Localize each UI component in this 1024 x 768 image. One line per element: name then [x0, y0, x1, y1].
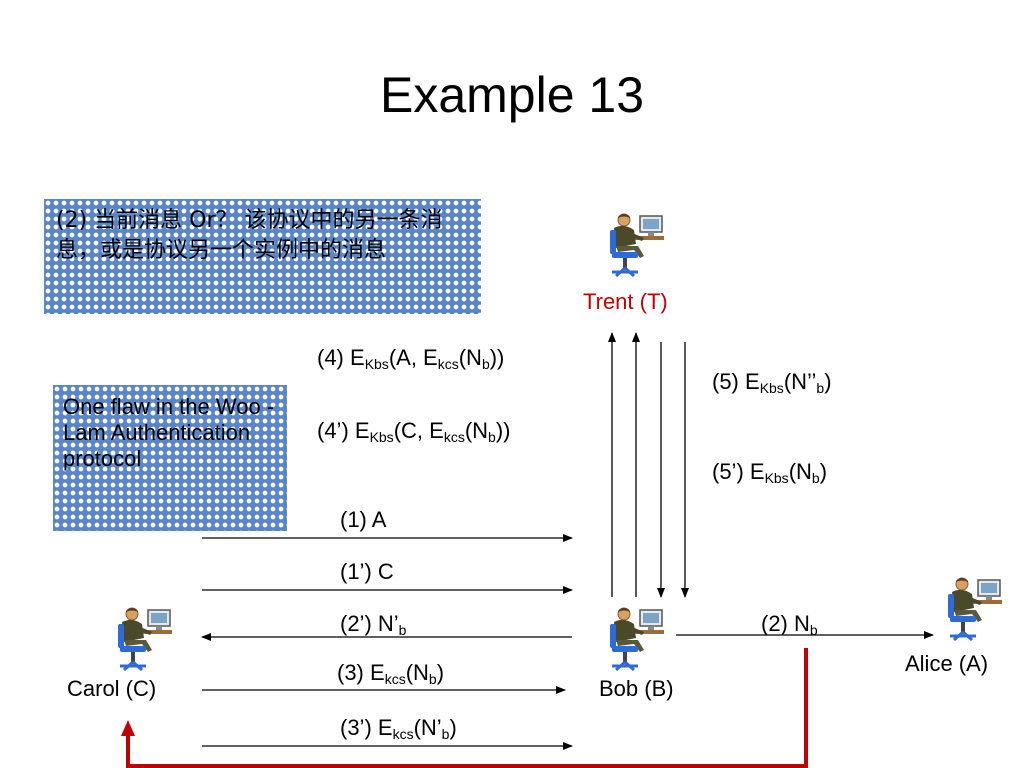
message-1-label: (1) A: [340, 507, 387, 532]
message-3-label: (3) Ekcs(Nb): [337, 660, 445, 687]
trent-label: Trent (T): [583, 289, 668, 314]
person-at-computer-icon: [118, 607, 172, 672]
message-2p-label: (2’) N’b: [340, 611, 407, 638]
interception-path: [121, 648, 808, 768]
message-4p-label: (4’) EKbs(C, Ekcs(Nb)): [317, 418, 511, 445]
carol-label: Carol (C): [67, 676, 157, 701]
person-at-computer-icon: [610, 607, 664, 672]
english-annotation-box: One flaw in the Woo - Lam Authentication…: [53, 385, 287, 531]
alice-label: Alice (A): [905, 651, 989, 676]
person-at-computer-icon: [948, 577, 1002, 642]
person-at-computer-icon: [610, 213, 664, 278]
message-1p-label: (1’) C: [340, 559, 394, 584]
slide-title: Example 13: [379, 67, 645, 123]
message-5p-label: (5’) EKbs(Nb): [712, 459, 828, 486]
bob-label: Bob (B): [599, 676, 674, 701]
message-4-label: (4) EKbs(A, Ekcs(Nb)): [317, 345, 505, 372]
message-5-label: (5) EKbs(N’’b): [712, 369, 832, 396]
message-2-label: (2) Nb: [761, 611, 818, 638]
message-3p-label: (3’) Ekcs(N’b): [340, 715, 457, 742]
chinese-annotation-box: (2) 当前消息 Or？ 该协议中的另一条消息，或是协议另一个实例中的消息: [44, 199, 481, 314]
